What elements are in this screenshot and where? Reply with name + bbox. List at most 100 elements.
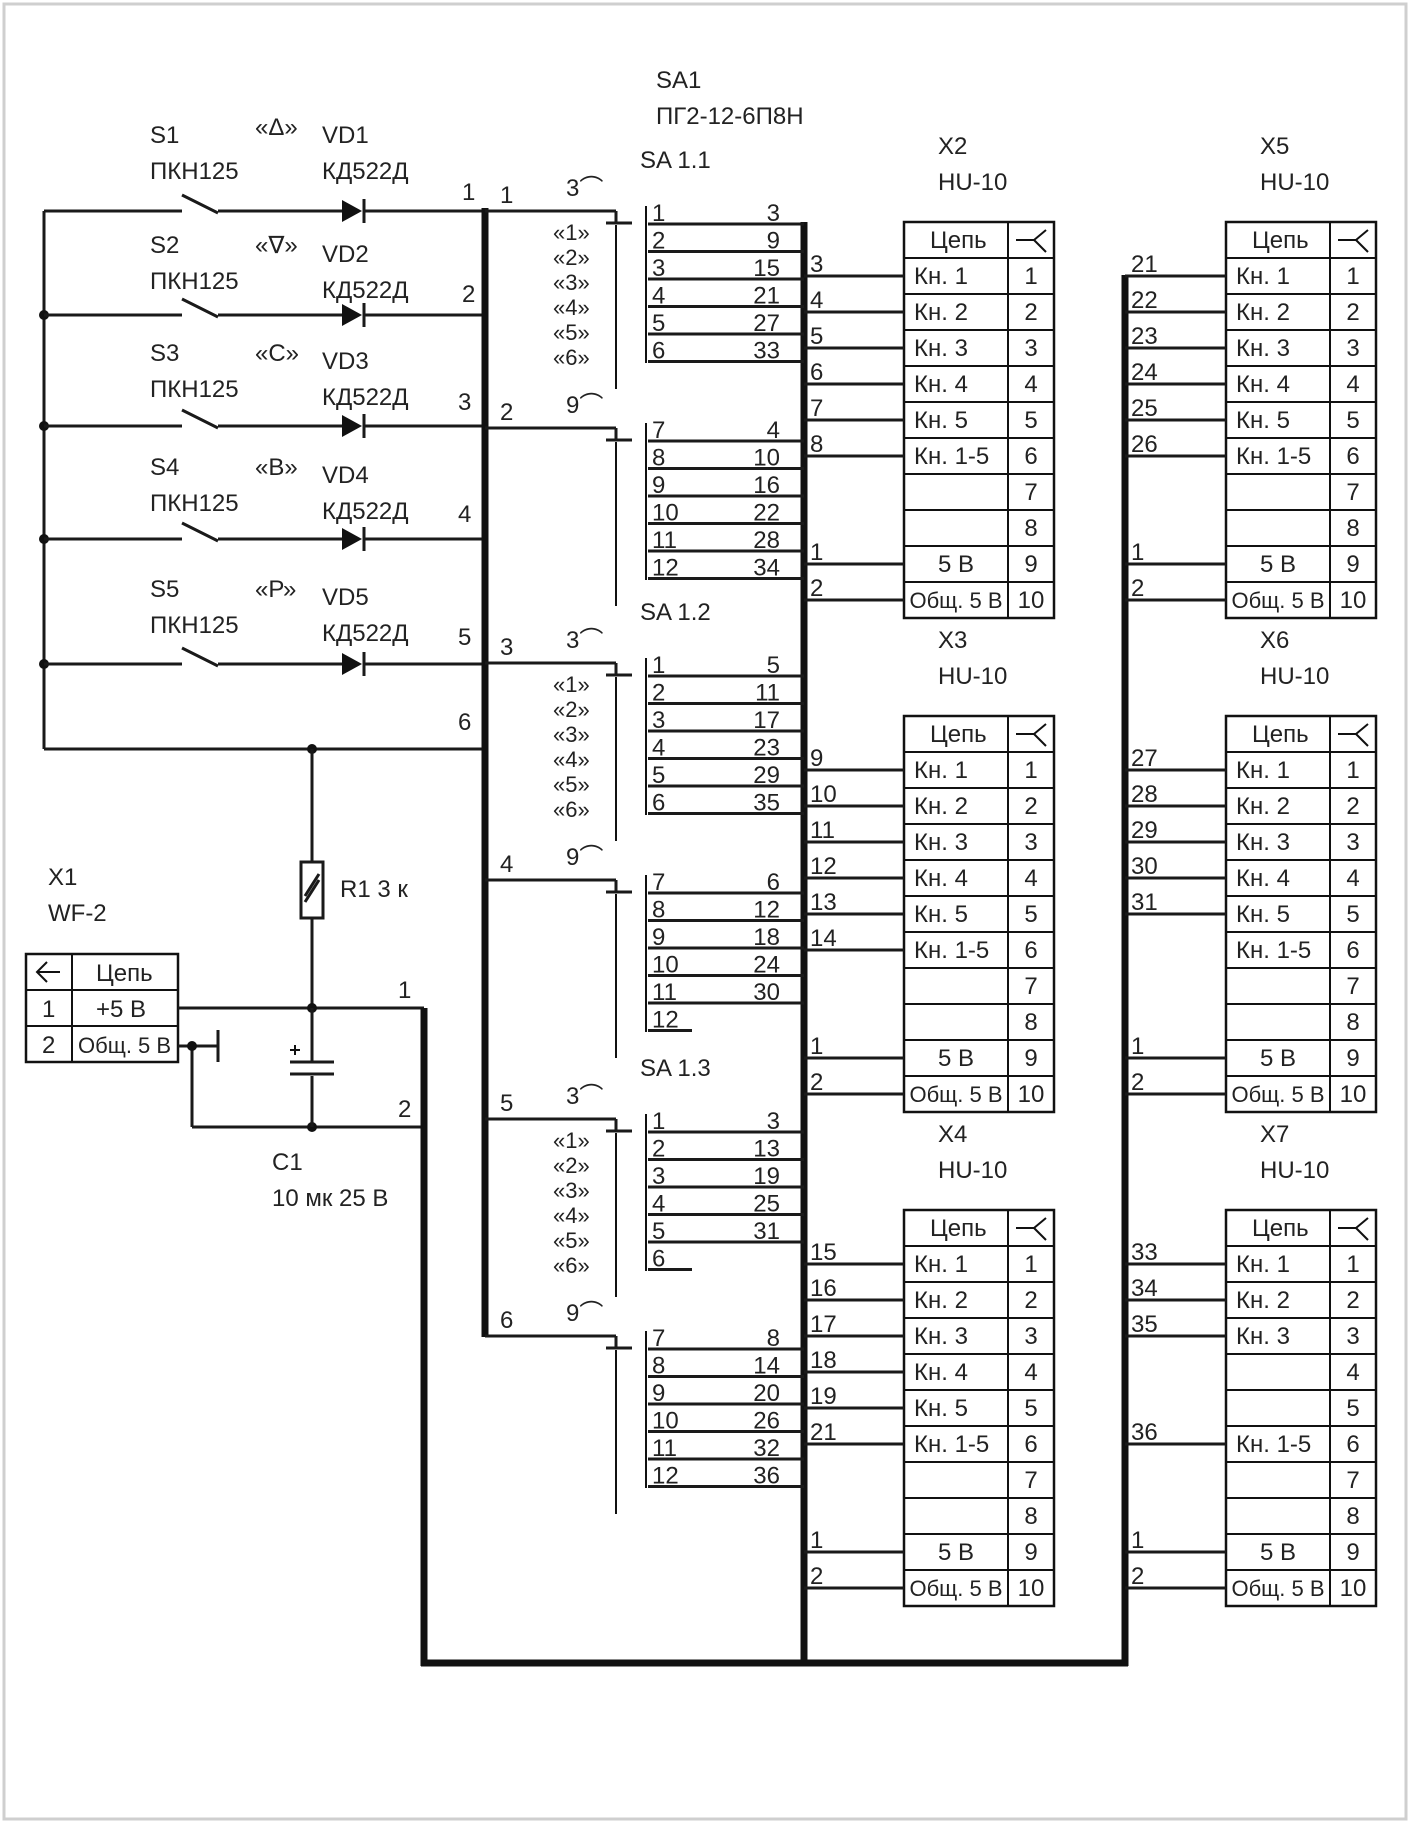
connector-pin: 5 xyxy=(1346,1395,1359,1422)
contact-pin-right: 33 xyxy=(753,338,780,365)
bus-label: 2 xyxy=(462,281,475,308)
connector-pin: 2 xyxy=(1024,299,1037,326)
contact-pin-left: 9 xyxy=(652,1380,665,1407)
contact-pin-right: 3 xyxy=(767,200,780,227)
connector-pin: 5 xyxy=(1024,407,1037,434)
contact-pin-left: 10 xyxy=(652,1408,679,1435)
connector-circuit: Общ. 5 В xyxy=(1231,1576,1324,1601)
switch-ref: S1 xyxy=(150,122,179,149)
contact-pin-left: 2 xyxy=(652,228,665,255)
wire-number: 27 xyxy=(1131,745,1158,772)
bus-tap-label: 6 xyxy=(500,1307,513,1334)
switch-icon xyxy=(181,646,219,668)
connector-circuit: Кн. 3 xyxy=(914,1323,968,1350)
connector-pin: 1 xyxy=(1346,263,1359,290)
connector-pin: 6 xyxy=(1024,443,1037,470)
contact-pin-left: 4 xyxy=(652,735,665,762)
connector-pin: 3 xyxy=(1024,829,1037,856)
connector-pin: 2 xyxy=(1346,299,1359,326)
bus-label: 5 xyxy=(458,624,471,651)
switch-icon xyxy=(181,297,219,319)
position-name: «2» xyxy=(553,245,590,270)
switch-type: ПКН125 xyxy=(150,612,239,639)
connector-header: Цепь xyxy=(930,721,987,748)
switch-row-s5: S5 ПКН125 «Р» VD5 КД522Д 5 xyxy=(44,576,485,676)
connector-type: HU-10 xyxy=(938,1157,1007,1184)
position-name: «3» xyxy=(553,1178,590,1203)
position-name: «5» xyxy=(553,1228,590,1253)
wire-number: 1 xyxy=(810,539,823,566)
connector-pin: 1 xyxy=(1024,263,1037,290)
position-name: «1» xyxy=(553,220,590,245)
switch-icon xyxy=(181,193,219,215)
x1-pin: 1 xyxy=(42,996,55,1023)
diode-icon xyxy=(342,653,362,675)
wire-number: 6 xyxy=(810,359,823,386)
connector-pin: 8 xyxy=(1346,1009,1359,1036)
connector-pin: 2 xyxy=(1024,1287,1037,1314)
connector-pin: 7 xyxy=(1024,479,1037,506)
contact-pin-left: 4 xyxy=(652,283,665,310)
contact-pin-left: 6 xyxy=(652,1246,665,1273)
c1-capacitor: C1 10 мк 25 В xyxy=(272,1008,388,1212)
diode-ref: VD5 xyxy=(322,584,369,611)
connector-ref: X4 xyxy=(938,1121,967,1148)
connector-circuit: 5 В xyxy=(1260,551,1296,578)
contact-pin-left: 12 xyxy=(652,1007,679,1034)
c1-ref: C1 xyxy=(272,1149,303,1176)
connector-pin: 7 xyxy=(1346,973,1359,1000)
contact-pin-left: 12 xyxy=(652,555,679,582)
switch-type: ПКН125 xyxy=(150,490,239,517)
bus-label-6: 6 xyxy=(458,709,471,736)
connector-pin: 3 xyxy=(1346,1323,1359,1350)
connector-circuit: Кн. 3 xyxy=(1236,1323,1290,1350)
wire-number: 1 xyxy=(1131,539,1144,566)
wire-number: 31 xyxy=(1131,889,1158,916)
mode-label: «В» xyxy=(255,454,298,481)
x1-type: WF-2 xyxy=(48,900,107,927)
switch-row-s4: S4 ПКН125 «В» VD4 КД522Д 4 xyxy=(44,454,485,551)
c1-value: 10 мк 25 В xyxy=(272,1185,388,1212)
diode-type: КД522Д xyxy=(322,277,409,304)
contact-pin-left: 10 xyxy=(652,952,679,979)
position-name: «1» xyxy=(553,1128,590,1153)
contact-pin-right: 36 xyxy=(753,1463,780,1490)
connector-pin: 5 xyxy=(1346,407,1359,434)
connector-circuit: Кн. 2 xyxy=(914,299,968,326)
connector-pin: 2 xyxy=(1346,793,1359,820)
connector-pin: 2 xyxy=(1024,793,1037,820)
connector-pin: 1 xyxy=(1346,1251,1359,1278)
contact-pin-left: 1 xyxy=(652,652,665,679)
connector-circuit: Кн. 2 xyxy=(914,793,968,820)
connector-header: Цепь xyxy=(930,1215,987,1242)
connector-type: HU-10 xyxy=(1260,663,1329,690)
x1-ref: X1 xyxy=(48,864,77,891)
connector-header: Цепь xyxy=(1252,721,1309,748)
fork-icon xyxy=(1016,1217,1047,1241)
connector-pin: 6 xyxy=(1024,1431,1037,1458)
connector-pin: 8 xyxy=(1024,1009,1037,1036)
contact-pin-right: 11 xyxy=(755,680,780,707)
contact-pin-right: 27 xyxy=(753,310,780,337)
mode-label: «С» xyxy=(255,340,299,367)
wire-number: 18 xyxy=(810,1347,837,1374)
sa1-ref: SA1 xyxy=(656,67,701,94)
connector-pin: 6 xyxy=(1024,937,1037,964)
switch-type: ПКН125 xyxy=(150,376,239,403)
wire-number: 2 xyxy=(1131,1563,1144,1590)
position-name: «1» xyxy=(553,672,590,697)
contact-pin-left: 7 xyxy=(652,417,665,444)
mode-label: «Δ» xyxy=(255,114,298,141)
wire-number: 17 xyxy=(810,1311,837,1338)
connector-pin: 4 xyxy=(1024,865,1037,892)
connector-pin: 4 xyxy=(1024,1359,1037,1386)
connector-pin: 1 xyxy=(1346,757,1359,784)
wire-number: 25 xyxy=(1131,395,1158,422)
connector-circuit: Кн. 3 xyxy=(1236,829,1290,856)
